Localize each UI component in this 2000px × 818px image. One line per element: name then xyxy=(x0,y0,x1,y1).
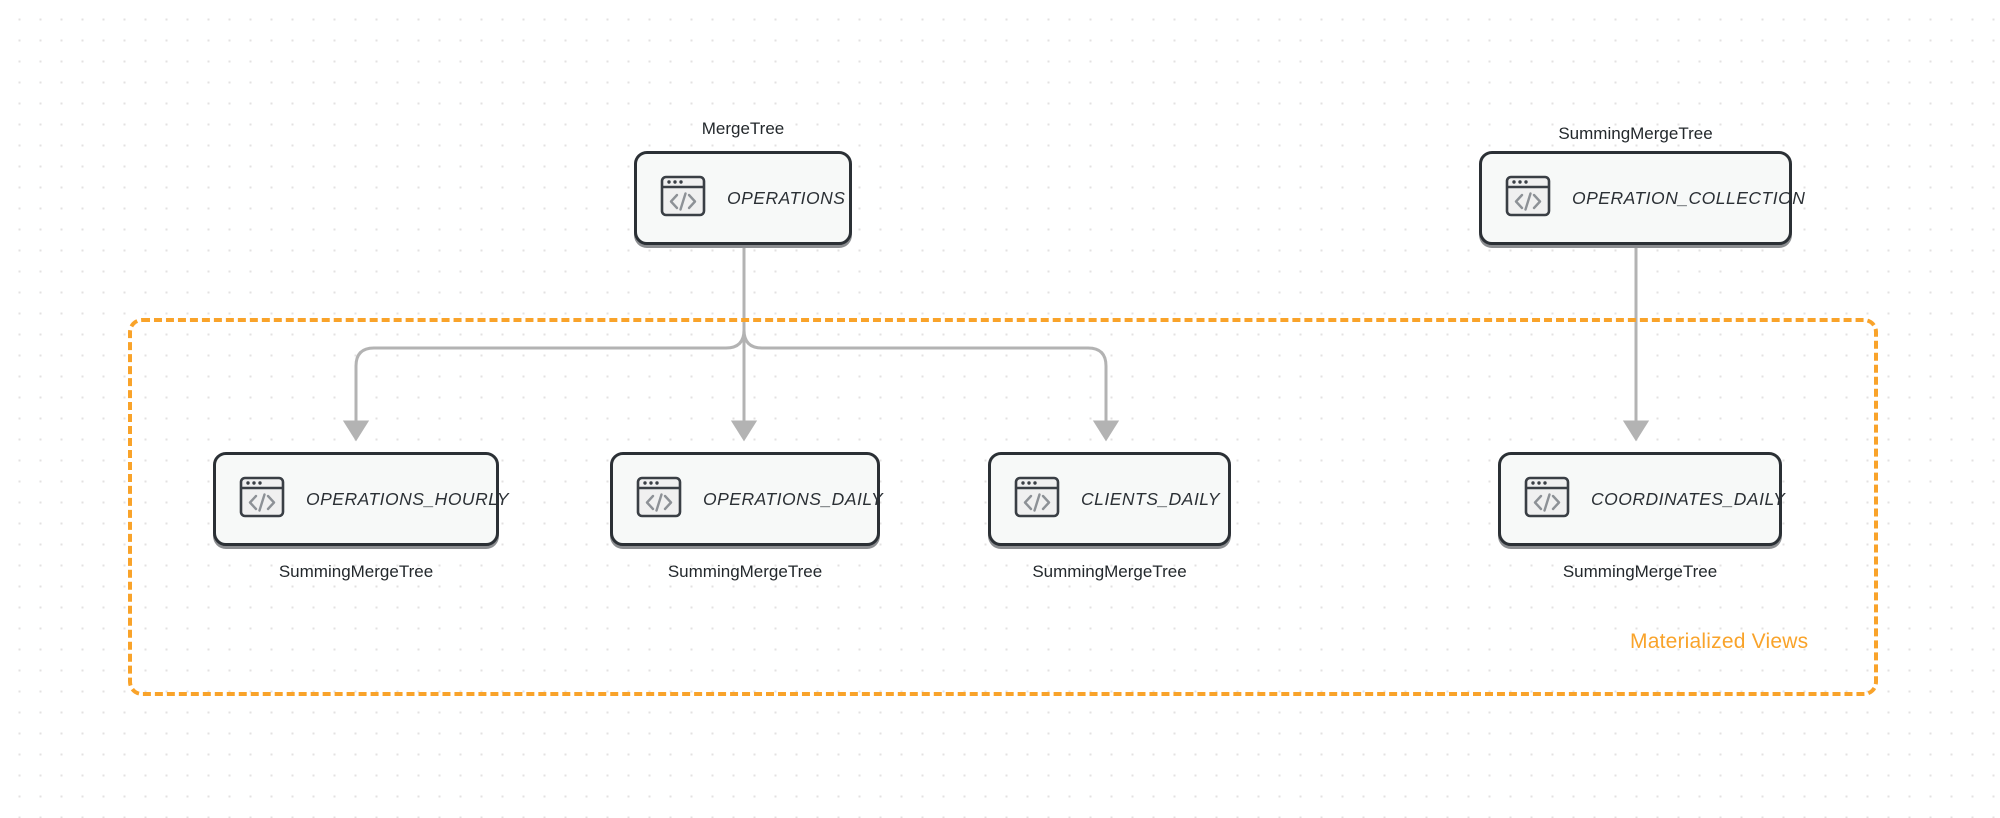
engine-label-operations: MergeTree xyxy=(701,119,785,138)
materialized-views-group xyxy=(128,318,1878,696)
node-clients-daily[interactable]: CLIENTS_DAILY xyxy=(988,452,1231,546)
engine-label-clients-daily: SummingMergeTree xyxy=(1032,562,1187,581)
node-operations-daily[interactable]: OPERATIONS_DAILY xyxy=(610,452,884,546)
code-window-icon xyxy=(1013,473,1061,526)
code-window-icon xyxy=(659,172,707,225)
node-label-operation-collection: OPERATION_COLLECTION xyxy=(1572,187,1806,208)
engine-label-coordinates-daily: SummingMergeTree xyxy=(1562,562,1718,581)
node-operations-hourly[interactable]: OPERATIONS_HOURLY xyxy=(213,452,509,546)
node-operations[interactable]: OPERATIONS xyxy=(634,151,852,245)
code-window-icon xyxy=(238,473,286,526)
node-label-clients-daily: CLIENTS_DAILY xyxy=(1081,488,1221,509)
node-label-operations-daily: OPERATIONS_DAILY xyxy=(703,488,884,509)
node-label-operations-hourly: OPERATIONS_HOURLY xyxy=(306,488,509,509)
engine-label-operation-collection: SummingMergeTree xyxy=(1558,124,1713,143)
node-label-operations: OPERATIONS xyxy=(727,187,846,208)
node-label-coordinates-daily: COORDINATES_DAILY xyxy=(1591,488,1786,509)
engine-label-operations-hourly: SummingMergeTree xyxy=(278,562,434,581)
engine-label-operations-daily: SummingMergeTree xyxy=(667,562,823,581)
code-window-icon xyxy=(1504,172,1552,225)
materialized-views-label: Materialized Views xyxy=(1630,630,1809,653)
code-window-icon xyxy=(635,473,683,526)
node-coordinates-daily[interactable]: COORDINATES_DAILY xyxy=(1498,452,1786,546)
node-operation-collection[interactable]: OPERATION_COLLECTION xyxy=(1479,151,1805,245)
code-window-icon xyxy=(1523,473,1571,526)
